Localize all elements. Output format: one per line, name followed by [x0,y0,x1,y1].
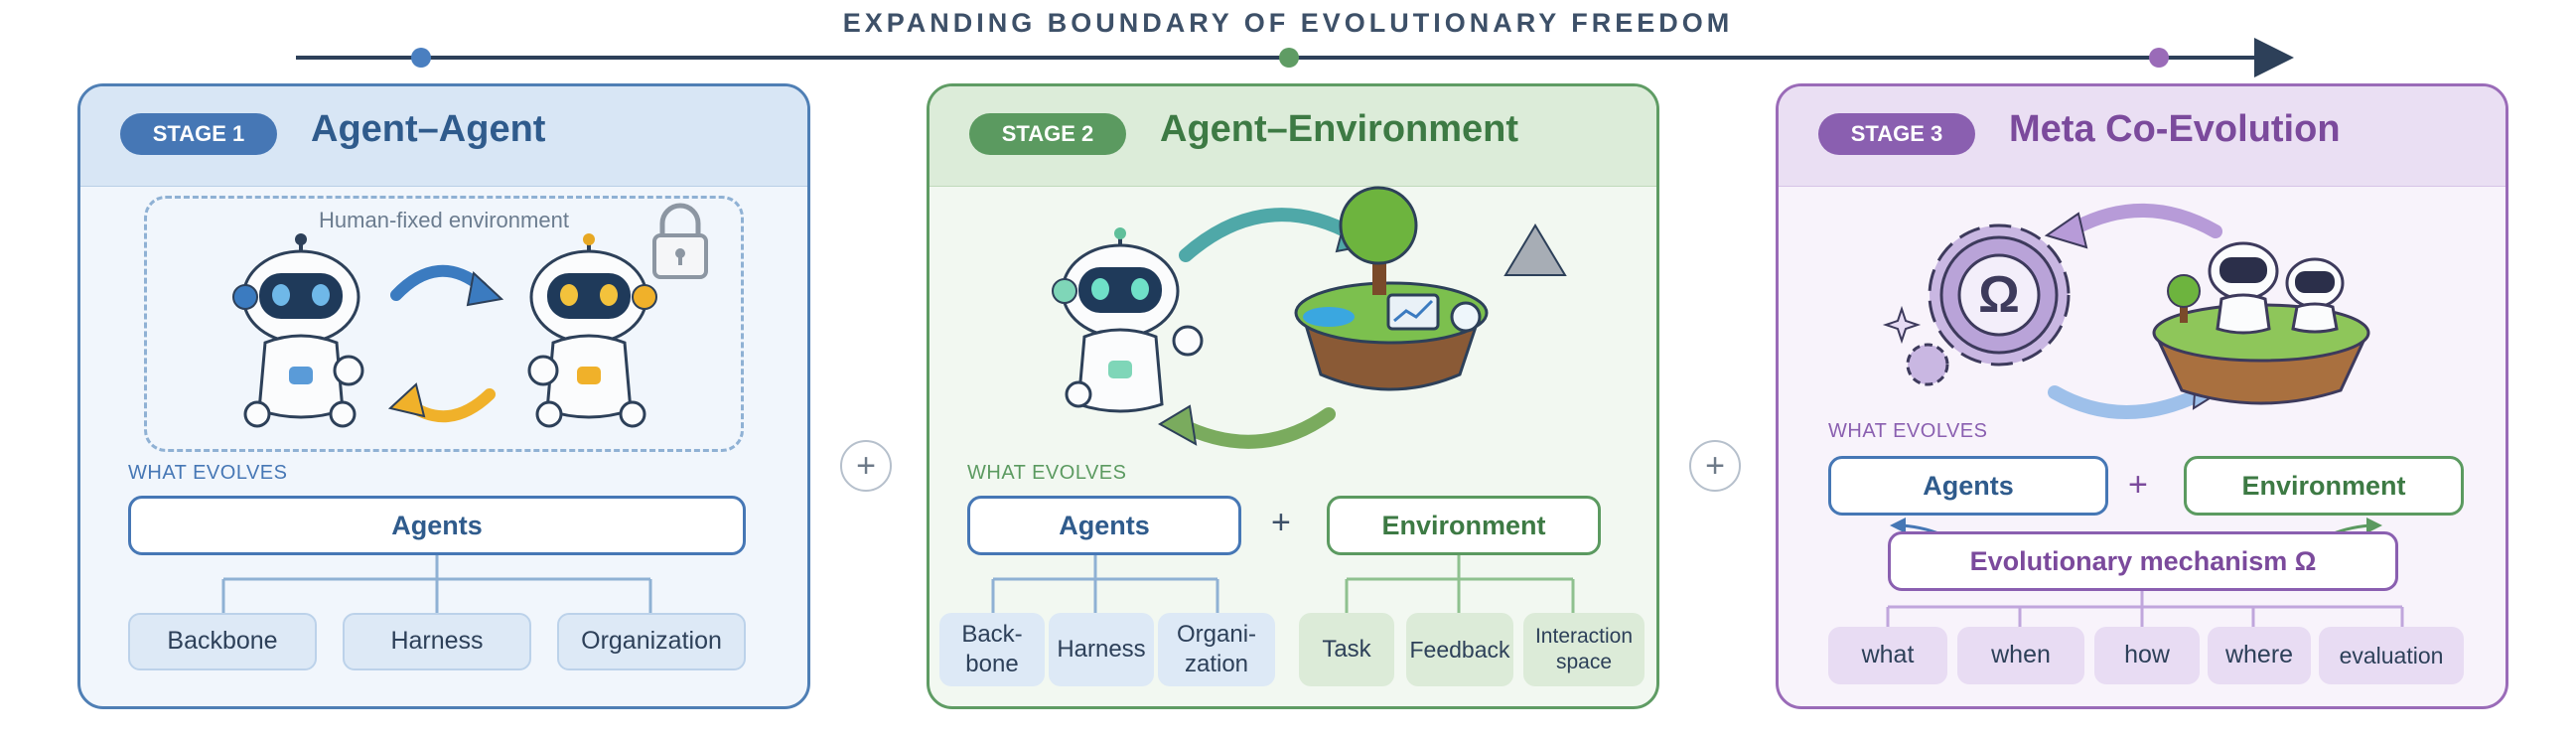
omega-gear-icon [1882,223,2071,386]
stage3-panel: STAGE 3 Meta Co-Evolution [1776,83,2508,709]
stage3-chip-when: when [1957,627,2084,684]
stage3-title: Meta Co-Evolution [2009,108,2341,150]
stage2-environment-box: Environment [1327,496,1601,555]
stage3-what-evolves: WHAT EVOLVES [1828,420,1988,442]
stage1-agents-box: Agents [128,496,746,555]
omega-symbol: Ω [1978,266,2020,324]
stage3-agents-box: Agents [1828,456,2108,516]
stage2-what-evolves: WHAT EVOLVES [967,462,1127,484]
island-with-robots-icon [2152,241,2370,405]
stage-connector-plus-1: + [840,440,892,492]
stage3-badge: STAGE 3 [1818,113,1975,155]
robot-left-icon [232,233,364,428]
stage2-badge: STAGE 2 [969,113,1126,155]
robot-right-icon [527,233,657,428]
stage2-chip-feedback: Feedback [1406,613,1513,686]
stage2-plus: + [1271,504,1291,541]
robot-teal-icon [1052,227,1204,413]
stage2-chip-harness: Harness [1049,613,1154,686]
timeline-dot-stage2 [1279,48,1299,68]
stage2-title: Agent–Environment [1160,108,1519,150]
stage-connector-plus-2: + [1689,440,1741,492]
stage2-panel: STAGE 2 Agent–Environment [927,83,1659,709]
stage1-illustration [221,203,708,613]
timeline-dot-stage3 [2149,48,2169,68]
stage1-tree-lines [221,555,652,613]
stage1-panel: STAGE 1 Agent–Agent Human-fixed environm… [77,83,810,709]
floating-island-icon [1294,186,1567,391]
stage2-agents-box: Agents [967,496,1241,555]
stage1-chip-backbone: Backbone [128,613,317,670]
timeline-dot-stage1 [411,48,431,68]
stage1-what-evolves: WHAT EVOLVES [128,462,288,484]
stage3-chip-what: what [1828,627,1947,684]
evolutionary-mechanism-box: Evolutionary mechanism Ω [1888,531,2398,591]
stage2-chip-task: Task [1299,613,1394,686]
stage2-chip-backbone: Back- bone [939,613,1045,686]
stage3-chip-where: where [2208,627,2311,684]
stage2-chip-interaction-space: Interaction space [1523,613,1645,686]
stage3-tree-lines [1886,591,2404,627]
stage2-tree-lines-environment [1345,555,1575,613]
agent-exchange-arrows [387,264,504,423]
stage3-illustration [1882,203,2404,627]
stage1-header: STAGE 1 Agent–Agent [80,86,807,187]
human-fixed-environment-label: Human-fixed environment [319,208,569,232]
stage1-badge: STAGE 1 [120,113,277,155]
stage1-chip-organization: Organization [557,613,746,670]
stage3-chip-how: how [2094,627,2200,684]
stage3-chip-evaluation: evaluation [2319,627,2464,684]
diagram-title: EXPANDING BOUNDARY OF EVOLUTIONARY FREED… [842,8,1734,38]
stage3-environment-box: Environment [2184,456,2464,516]
stage2-header: STAGE 2 Agent–Environment [930,86,1656,187]
stage1-chip-harness: Harness [343,613,531,670]
stage3-header: STAGE 3 Meta Co-Evolution [1779,86,2505,187]
human-fixed-environment-box [144,196,744,452]
stage2-illustration [991,186,1575,613]
stage1-title: Agent–Agent [311,108,546,150]
meta-coevolution-arrows [2044,203,2228,419]
stage2-chip-organization: Organi- zation [1158,613,1275,686]
stage3-plus: + [2128,466,2148,504]
stage2-tree-lines-agents [991,555,1219,613]
lock-icon [652,203,708,279]
